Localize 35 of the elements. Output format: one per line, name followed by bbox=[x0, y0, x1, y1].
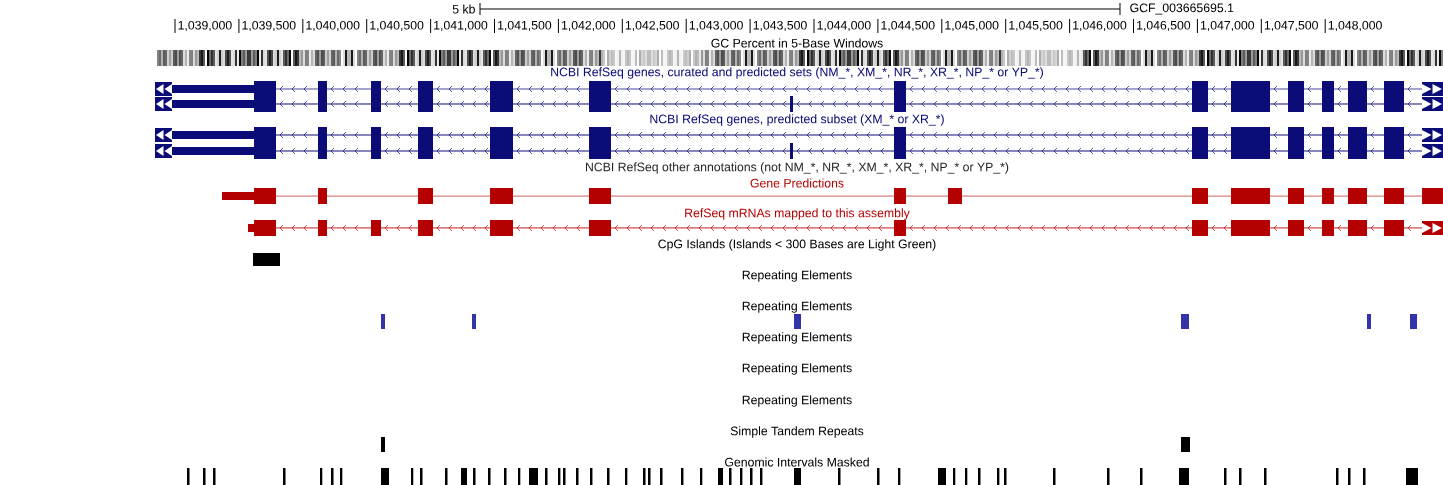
track-title: Genomic Intervals Masked bbox=[725, 457, 869, 467]
scale-label: 5 kb bbox=[452, 4, 475, 14]
track-title: Gene Predictions bbox=[750, 178, 844, 188]
track-title: Repeating Elements bbox=[742, 270, 852, 282]
tick-label: 1,041,000 bbox=[434, 20, 488, 32]
track-title: Repeating Elements bbox=[742, 395, 852, 407]
tick-label: 1,046,500 bbox=[1137, 20, 1191, 32]
tick-label: 1,045,500 bbox=[1009, 20, 1063, 32]
assembly-label: GCF_003665695.1 bbox=[1130, 3, 1234, 15]
tick-label: 1,042,500 bbox=[625, 20, 679, 32]
tick-label: 1,043,500 bbox=[753, 20, 807, 32]
tick-label: 1,042,000 bbox=[561, 20, 616, 32]
track-title: CpG Islands (Islands < 300 Bases are Light Green) bbox=[658, 239, 936, 251]
tick-label: 1,039,000 bbox=[178, 20, 232, 32]
tick-label: 1,044,500 bbox=[881, 20, 935, 32]
tick-label: 1,044,000 bbox=[817, 20, 871, 32]
tick-label: 1,048,000 bbox=[1328, 20, 1382, 32]
tick-label: 1,046,000 bbox=[1073, 20, 1127, 32]
track-title: NCBI RefSeq genes, curated and predicted sets (NM_*, XM_*, NR_*, XR_*, NP_* or YP_*) bbox=[551, 67, 1043, 79]
tick-label: 1,047,500 bbox=[1264, 20, 1318, 32]
track-title: Repeating Elements bbox=[742, 301, 852, 313]
track-title: RefSeq mRNAs mapped to this assembly bbox=[685, 208, 910, 220]
track-title: GC Percent in 5-Base Windows bbox=[711, 38, 883, 48]
tick-label: 1,040,500 bbox=[370, 20, 424, 32]
track-title: NCBI RefSeq other annotations (not NM_*, NR_*, XM_*, XR_*, NP_* or YP_*) bbox=[586, 162, 1009, 174]
tick-label: 1,040,000 bbox=[306, 20, 360, 32]
track-title: Simple Tandem Repeats bbox=[730, 426, 864, 438]
tick-label: 1,045,000 bbox=[945, 20, 999, 32]
track-title: Repeating Elements bbox=[742, 332, 852, 344]
tick-label: 1,039,500 bbox=[242, 20, 296, 32]
tick-label: 1,043,000 bbox=[689, 20, 743, 32]
tick-label: 1,041,500 bbox=[498, 20, 552, 32]
track-title: NCBI RefSeq genes, predicted subset (XM_* or XR_*) bbox=[650, 114, 944, 126]
track-title: Repeating Elements bbox=[742, 363, 852, 375]
tick-label: 1,047,000 bbox=[1200, 20, 1255, 32]
